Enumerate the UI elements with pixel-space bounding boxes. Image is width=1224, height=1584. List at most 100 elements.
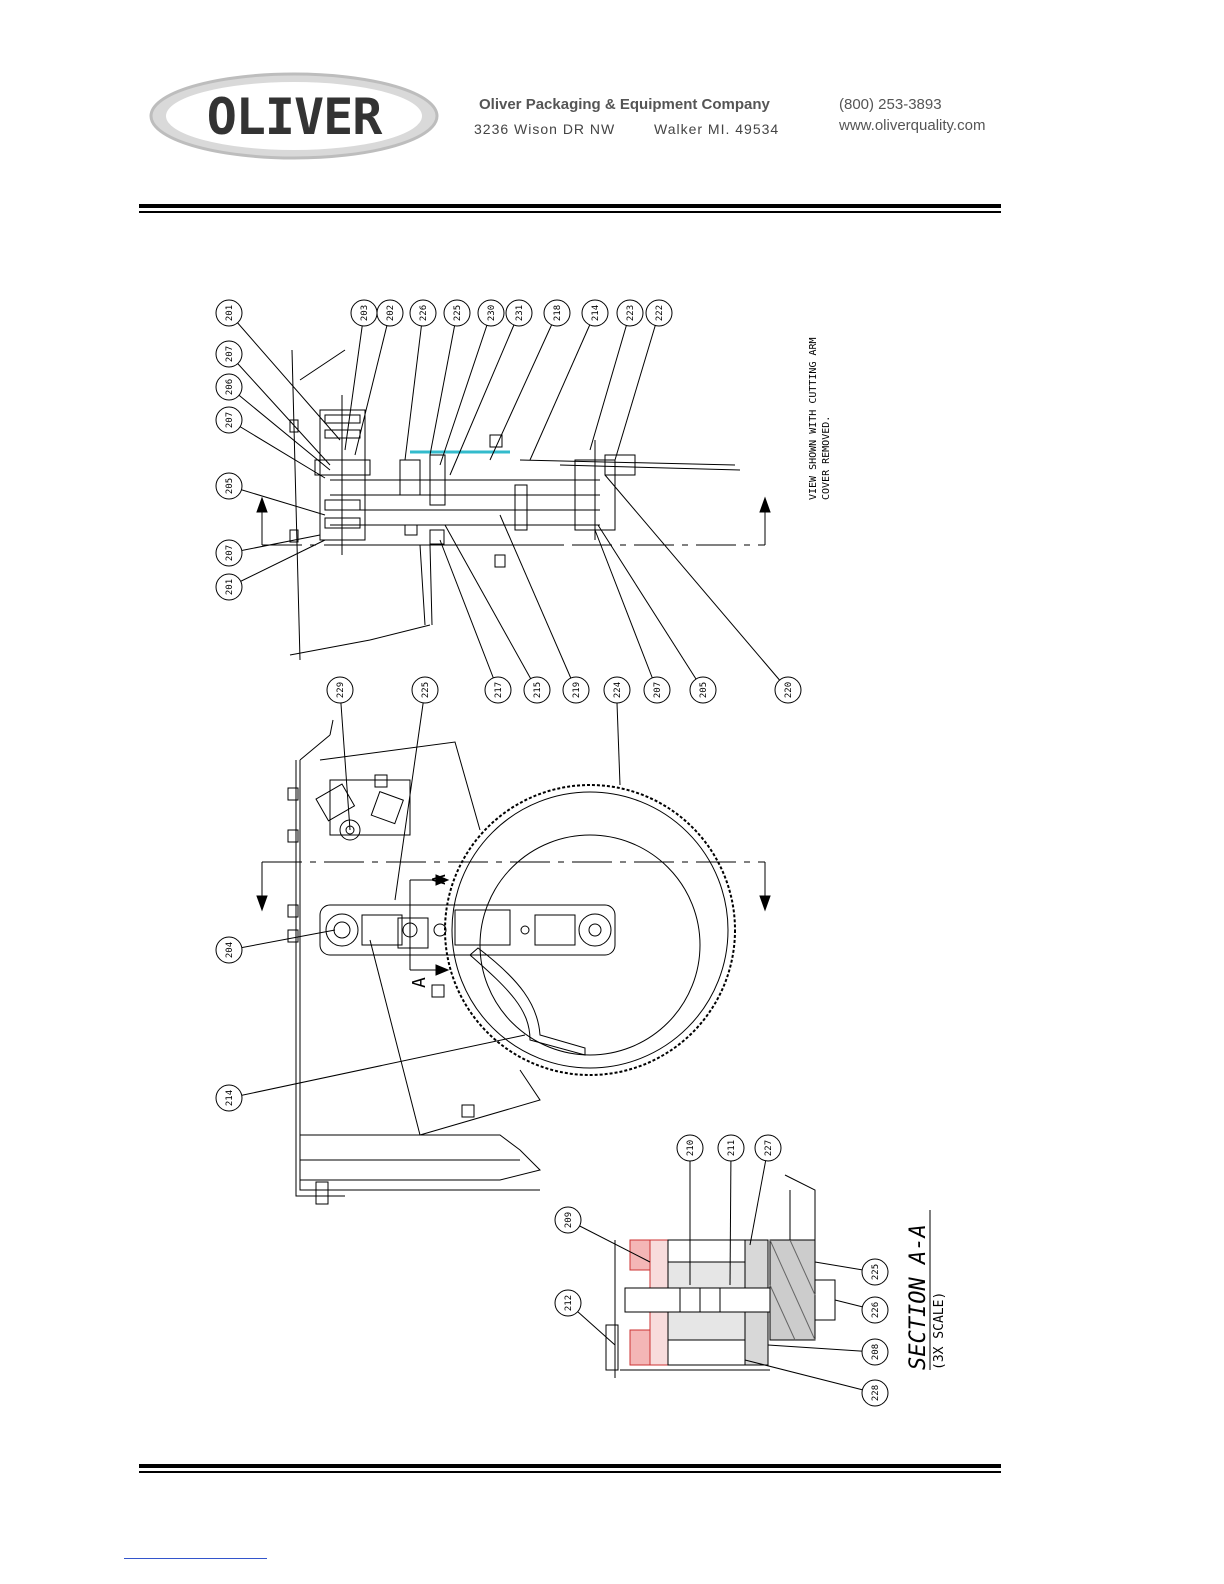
callout-section-210-1-circle [676, 1134, 704, 1162]
callout-top-225-3: 225 [453, 305, 463, 321]
callout-bottom-205-5: 205 [699, 682, 709, 698]
callout-bottom-217-0: 217 [494, 682, 504, 698]
callout-bottom-217-0-circle [484, 676, 512, 704]
callout-top-202-1: 202 [386, 305, 396, 321]
callout-section-211-2-leader [729, 1147, 732, 1286]
callout-section-208-7: 208 [871, 1344, 881, 1360]
callout-top-left-207-3-circle [215, 406, 243, 434]
callout-bottom-224-3: 224 [613, 682, 623, 698]
header-rule-thin [139, 211, 1001, 213]
callout-section-208-7-leader [767, 1344, 876, 1353]
callout-main-214-3-circle [215, 1084, 243, 1112]
callout-top-left-201-0-leader [228, 312, 341, 441]
callout-section-227-3-leader [749, 1147, 769, 1246]
callout-bottom-205-5-circle [689, 676, 717, 704]
address-city: Walker MI. 49534 [654, 121, 780, 137]
callout-section-227-3-circle [754, 1134, 782, 1162]
callout-top-226-2: 226 [419, 305, 429, 321]
callout-bottom-219-2: 219 [572, 682, 582, 698]
callout-top-231-5-leader [449, 312, 520, 476]
callout-top-223-8: 223 [626, 305, 636, 321]
callout-top-226-2-circle [409, 299, 437, 327]
callout-bottom-220-6: 220 [784, 682, 794, 698]
callout-top-222-9-leader [614, 312, 660, 461]
callout-top-226-2-leader [404, 312, 424, 461]
callout-top-left-206-2: 206 [225, 379, 235, 395]
callout-top-left-207-5-circle [215, 539, 243, 567]
section-marker-bottom: A [409, 977, 430, 988]
header-rule-thick [139, 204, 1001, 208]
callout-top-left-205-4: 205 [225, 478, 235, 494]
callout-top-left-207-1-leader [228, 353, 331, 466]
drawing-note-line1: VIEW SHOWN WITH CUTTING ARM [808, 337, 819, 500]
callout-top-230-4-circle [477, 299, 505, 327]
callout-top-202-1-leader [354, 312, 391, 456]
callout-bottom-207-4: 207 [653, 682, 663, 698]
callout-top-222-9-circle [645, 299, 673, 327]
callout-top-230-4: 230 [487, 305, 497, 321]
callout-main-229-0-circle [326, 676, 354, 704]
callout-top-223-8-leader [589, 312, 631, 451]
callout-224-blade-leader [616, 702, 621, 786]
callout-top-231-5-circle [505, 299, 533, 327]
phone-number: (800) 253-3893 [839, 96, 942, 113]
callout-top-218-6: 218 [553, 305, 563, 321]
callout-bottom-205-5-leader [597, 524, 704, 691]
callout-section-212-4: 212 [564, 1295, 574, 1311]
callout-top-left-207-1: 207 [225, 346, 235, 362]
callout-top-left-205-4-circle [215, 472, 243, 500]
footer-rule-thin [139, 1471, 1001, 1473]
callout-bottom-215-1-circle [523, 676, 551, 704]
callout-top-223-8-circle [616, 299, 644, 327]
callout-main-214-3: 214 [225, 1090, 235, 1106]
callout-top-214-7-leader [529, 312, 596, 461]
callout-bottom-207-4-circle [643, 676, 671, 704]
callout-section-209-0-leader [567, 1219, 651, 1263]
callout-section-228-8-circle [861, 1379, 889, 1407]
callout-bottom-207-4-leader [594, 529, 658, 691]
callout-section-209-0: 209 [564, 1212, 574, 1228]
callout-top-left-207-3-leader [228, 419, 326, 479]
callout-top-203-0-leader [344, 312, 365, 451]
callout-section-211-2-circle [717, 1134, 745, 1162]
section-scale: (3X SCALE) [932, 1292, 947, 1370]
callout-top-left-207-5-leader [228, 534, 321, 554]
callout-top-230-4-leader [439, 312, 492, 466]
callout-top-225-3-leader [429, 312, 458, 456]
section-a-a-view [605, 1174, 836, 1378]
callout-bottom-220-6-leader [604, 474, 789, 691]
callout-section-228-8: 228 [871, 1385, 881, 1401]
callout-top-left-206-2-circle [215, 373, 243, 401]
callout-top-222-9: 222 [655, 305, 665, 321]
callout-main-229-0-leader [339, 689, 351, 831]
callout-top-231-5: 231 [515, 305, 525, 321]
callout-bottom-215-1: 215 [533, 682, 543, 698]
callout-top-left-207-5: 207 [225, 545, 235, 561]
oliver-logo: OLIVER [149, 72, 439, 160]
callout-top-left-201-6: 201 [225, 579, 235, 595]
drawing-note-line2: COVER REMOVED. [821, 416, 832, 500]
callout-main-214-3-leader [228, 1034, 526, 1099]
callout-top-214-7: 214 [591, 305, 601, 321]
callout-bottom-220-6-circle [774, 676, 802, 704]
callout-bottom-217-0-leader [439, 539, 499, 691]
callout-bottom-219-2-leader [499, 514, 577, 691]
section-title: SECTION A-A [906, 1224, 931, 1370]
website-link[interactable]: www.oliverquality.com [839, 117, 986, 134]
section-marker-top: A [429, 874, 450, 885]
callout-top-203-0: 203 [360, 305, 370, 321]
callout-top-218-6-leader [489, 312, 558, 461]
callout-section-228-8-leader [744, 1359, 876, 1394]
top-view [256, 349, 771, 661]
callout-top-left-201-6-circle [215, 573, 243, 601]
callout-top-left-207-1-circle [215, 340, 243, 368]
callout-section-210-1: 210 [686, 1140, 696, 1156]
callout-top-left-201-0-circle [215, 299, 243, 327]
callout-main-204-2: 204 [225, 942, 235, 958]
callout-main-225-1-leader [394, 689, 426, 901]
logo-text: OLIVER [207, 88, 384, 146]
footer-link-underline[interactable] [124, 1558, 267, 1559]
callout-top-218-6-circle [543, 299, 571, 327]
callout-top-left-206-2-leader [228, 386, 331, 471]
